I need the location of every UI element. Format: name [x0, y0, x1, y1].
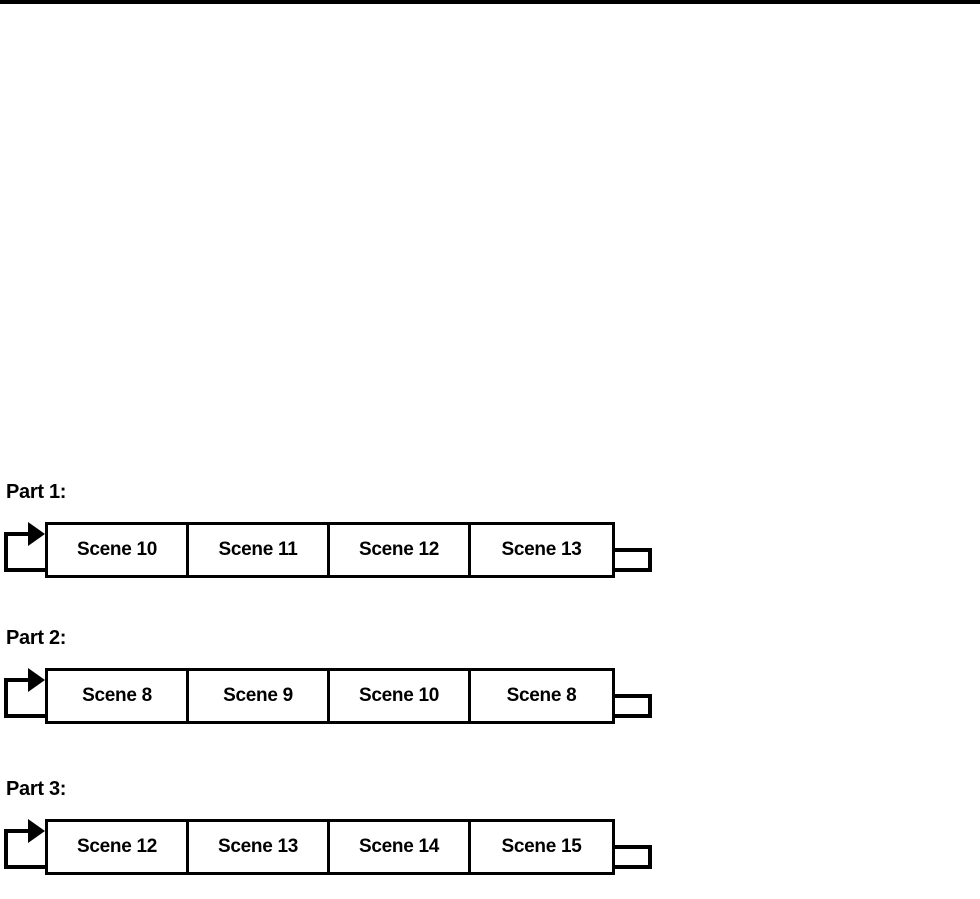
- scene-cell-label: Scene 14: [359, 836, 439, 857]
- scene-cell-label: Scene 12: [359, 539, 439, 560]
- scene-cell-label: Scene 15: [501, 836, 582, 857]
- scene-cell-label: Scene 10: [359, 685, 439, 706]
- arrow-head-icon: [28, 819, 45, 843]
- scene-cell[interactable]: Scene 12: [48, 822, 189, 872]
- scene-cell-label: Scene 10: [77, 539, 157, 560]
- diagram-part-1: Part 1: Scene 10 Scene 11 Scene 12 Scene…: [0, 480, 700, 602]
- top-horizontal-rule: [0, 0, 980, 4]
- scene-cell[interactable]: Scene 15: [471, 822, 612, 872]
- scene-cell-label: Scene 13: [501, 539, 582, 560]
- scene-cell-label: Scene 12: [77, 836, 157, 857]
- blank-upper-region: [0, 4, 980, 480]
- part-label: Part 2:: [6, 627, 67, 649]
- scene-cell[interactable]: Scene 13: [189, 822, 330, 872]
- scene-cell-label: Scene 9: [223, 685, 293, 706]
- scene-sequence-strip: Scene 10 Scene 11 Scene 12 Scene 13: [45, 522, 615, 578]
- scene-cell-label: Scene 13: [218, 836, 298, 857]
- part-label: Part 3:: [6, 778, 67, 800]
- scene-cell[interactable]: Scene 11: [189, 525, 330, 575]
- scene-cell-label: Scene 11: [218, 539, 298, 560]
- scene-sequence-strip: Scene 8 Scene 9 Scene 10 Scene 8: [45, 668, 615, 724]
- arrow-head-icon: [28, 522, 45, 546]
- part-label: Part 1:: [6, 481, 67, 503]
- arrow-head-icon: [28, 668, 45, 692]
- diagram-part-3: Part 3: Scene 12 Scene 13 Scene 14 Scene…: [0, 777, 700, 899]
- scene-cell[interactable]: Scene 14: [330, 822, 471, 872]
- diagram-part-2: Part 2: Scene 8 Scene 9 Scene 10 Scene 8: [0, 626, 700, 748]
- scene-sequence-strip: Scene 12 Scene 13 Scene 14 Scene 15: [45, 819, 615, 875]
- scene-cell[interactable]: Scene 13: [471, 525, 612, 575]
- scene-cell[interactable]: Scene 8: [48, 671, 189, 721]
- scene-cell-label: Scene 8: [506, 685, 577, 706]
- scene-cell-label: Scene 8: [82, 685, 152, 706]
- scene-cell[interactable]: Scene 10: [330, 671, 471, 721]
- scene-cell[interactable]: Scene 12: [330, 525, 471, 575]
- scene-cell[interactable]: Scene 8: [471, 671, 612, 721]
- scene-cell[interactable]: Scene 9: [189, 671, 330, 721]
- scene-cell[interactable]: Scene 10: [48, 525, 189, 575]
